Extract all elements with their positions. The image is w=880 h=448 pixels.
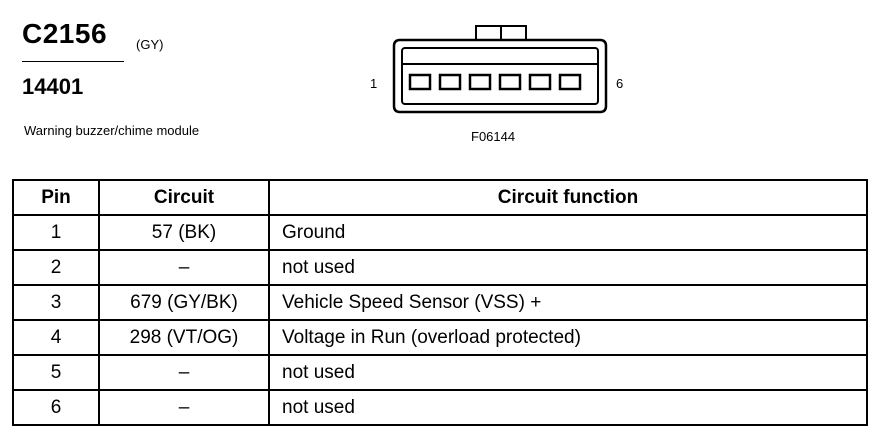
pin-cell: 1 [12,214,100,251]
circuit-cell: – [98,389,270,426]
pin-label-left: 1 [370,76,377,91]
circuit-cell: 679 (GY/BK) [98,284,270,321]
circuit-cell: – [98,249,270,286]
pin-label-right: 6 [616,76,623,91]
pin-cell: 3 [12,284,100,321]
function-cell: Vehicle Speed Sensor (VSS) + [268,284,868,321]
circuit-cell: 298 (VT/OG) [98,319,270,356]
connector-diagram: 1 6 [370,25,623,114]
pin-cell: 2 [12,249,100,286]
module-description: Warning buzzer/chime module [24,123,200,138]
pin-table: Pin Circuit Circuit function 1 57 (BK) G… [12,179,868,426]
column-header-function: Circuit function [268,179,868,216]
table-row: 5 – not used [12,354,868,391]
pin-cavity-6 [558,73,582,91]
table-header-row: Pin Circuit Circuit function [12,179,868,216]
connector-id: C2156 [22,18,108,49]
table-row: 3 679 (GY/BK) Vehicle Speed Sensor (VSS)… [12,284,868,321]
figure-label: F06144 [471,129,516,144]
function-cell: not used [268,249,868,286]
function-cell: Voltage in Run (overload protected) [268,319,868,356]
pin-cavity-5 [528,73,552,91]
pin-cell: 4 [12,319,100,356]
circuit-cell: 57 (BK) [98,214,270,251]
pin-cavity-4 [498,73,522,91]
column-header-pin: Pin [12,179,100,216]
column-header-circuit: Circuit [98,179,270,216]
pin-cavity-2 [438,73,462,91]
table-row: 4 298 (VT/OG) Voltage in Run (overload p… [12,319,868,356]
part-number: 14401 [22,74,84,99]
pin-cell: 6 [12,389,100,426]
connector-color-code: (GY) [136,37,164,52]
table-row: 6 – not used [12,389,868,426]
title-underline [22,61,124,62]
table-row: 2 – not used [12,249,868,286]
function-cell: not used [268,389,868,426]
pin-cell: 5 [12,354,100,391]
function-cell: Ground [268,214,868,251]
pin-cavity-1 [408,73,432,91]
pin-cavities [408,73,582,91]
function-cell: not used [268,354,868,391]
table-row: 1 57 (BK) Ground [12,214,868,251]
circuit-cell: – [98,354,270,391]
pin-cavity-3 [468,73,492,91]
